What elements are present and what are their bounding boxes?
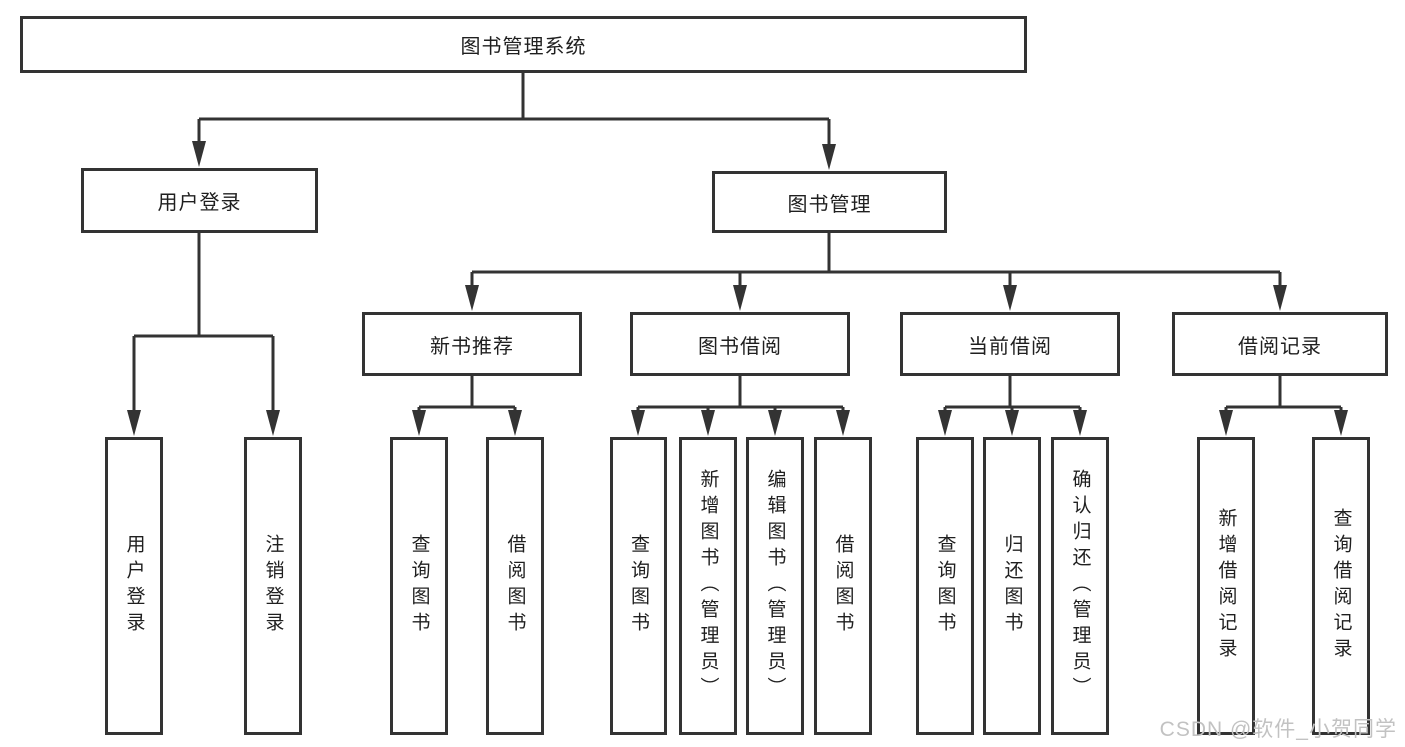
node-label: 编辑图书（管理员） [764,469,786,703]
node-new-book-recommendation: 新书推荐 [362,312,582,376]
node-library-management-system: 图书管理系统 [20,16,1027,73]
arrow-icon [412,410,426,436]
leaf-confirm-return-admin: 确认归还（管理员） [1051,437,1109,735]
arrow-icon [1219,410,1233,436]
node-label: 用户登录 [123,534,145,638]
arrow-icon [1005,410,1019,436]
node-label: 借阅图书 [504,534,526,638]
node-label: 图书管理系统 [460,36,587,58]
arrow-icon [127,410,141,436]
arrow-icon [836,410,850,436]
node-label: 查询图书 [934,534,956,638]
node-label: 图书借阅 [698,335,782,358]
arrow-icon [1273,285,1287,311]
node-user-login-branch: 用户登录 [81,168,318,233]
arrow-icon [631,410,645,436]
leaf-return-books: 归还图书 [983,437,1041,735]
connector-paths [132,73,1343,412]
node-label: 当前借阅 [968,335,1052,358]
arrowheads [127,141,1348,436]
node-label: 借阅图书 [832,534,854,638]
node-book-management-branch: 图书管理 [712,171,947,233]
leaf-borrow-books-newbook: 借阅图书 [486,437,544,735]
leaf-edit-books-admin: 编辑图书（管理员） [746,437,804,735]
watermark: CSDN @软件_小贺同学 [1159,718,1397,741]
arrow-icon [1334,410,1348,436]
leaf-query-books-borrowing: 查询图书 [610,437,667,735]
arrow-icon [701,410,715,436]
leaf-user-login: 用户登录 [105,437,163,735]
node-book-borrowing: 图书借阅 [630,312,850,376]
node-label: 用户登录 [157,192,242,214]
arrow-icon [508,410,522,436]
node-current-borrowing: 当前借阅 [900,312,1120,376]
arrow-icon [938,410,952,436]
leaf-logout: 注销登录 [244,437,302,735]
leaf-query-books-newbook: 查询图书 [390,437,448,735]
arrow-icon [733,285,747,311]
leaf-add-borrow-record: 新增借阅记录 [1197,437,1255,735]
node-label: 确认归还（管理员） [1069,469,1091,703]
node-label: 新增图书（管理员） [697,469,719,703]
leaf-borrow-books-borrowing: 借阅图书 [814,437,872,735]
leaf-query-borrow-record: 查询借阅记录 [1312,437,1370,735]
node-label: 新书推荐 [430,335,514,358]
node-label: 查询借阅记录 [1330,508,1352,664]
node-label: 查询图书 [408,534,430,638]
arrow-icon [1073,410,1087,436]
arrow-icon [266,410,280,436]
leaf-query-books-current: 查询图书 [916,437,974,735]
arrow-icon [192,141,206,167]
node-label: 归还图书 [1001,534,1023,638]
node-label: 注销登录 [262,534,284,638]
node-label: 查询图书 [628,534,649,638]
leaf-add-books-admin: 新增图书（管理员） [679,437,737,735]
arrow-icon [1003,285,1017,311]
node-label: 新增借阅记录 [1215,508,1237,664]
arrow-icon [822,144,836,170]
arrow-icon [768,410,782,436]
node-label: 图书管理 [787,193,872,216]
node-borrowing-records: 借阅记录 [1172,312,1388,376]
arrow-icon [465,285,479,311]
node-label: 借阅记录 [1238,335,1322,358]
